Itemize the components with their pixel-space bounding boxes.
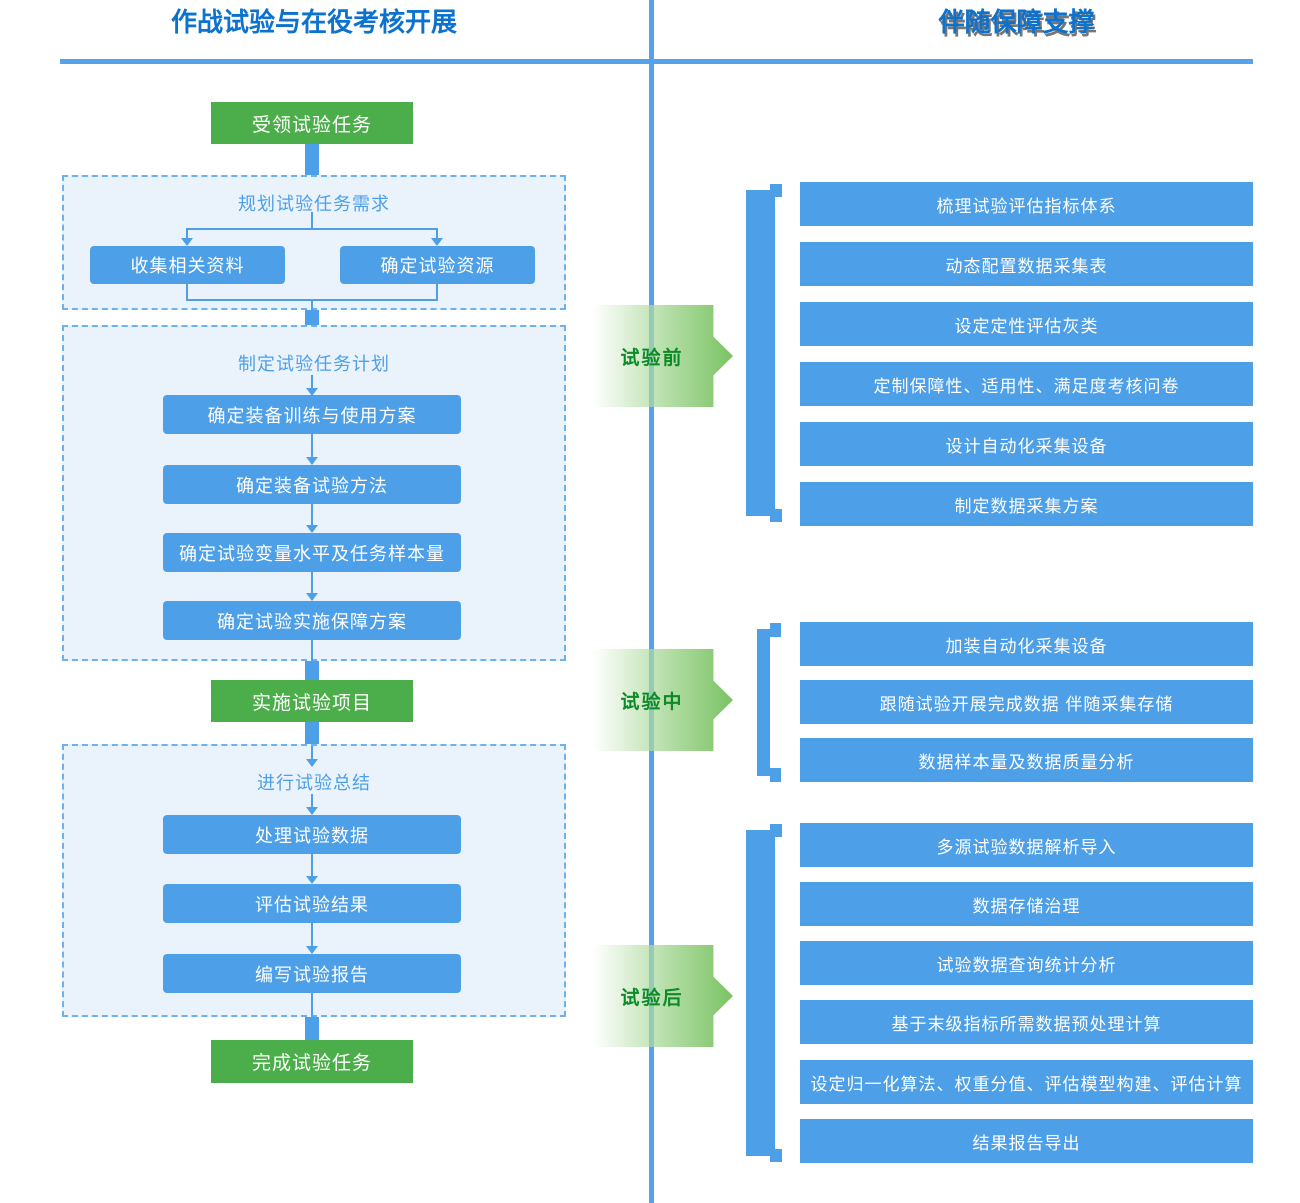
bracket-after: [746, 824, 782, 1162]
support-bar: 基于末级指标所需数据预处理计算: [800, 1000, 1253, 1044]
stage-arrow-during: 试验中: [593, 649, 733, 751]
task-box: 确定试验变量水平及任务样本量: [163, 533, 461, 572]
support-bar: 设计自动化采集设备: [800, 422, 1253, 466]
connector-line: [186, 284, 188, 301]
arrow-down-icon: [306, 525, 318, 533]
task-box: 收集相关资料: [90, 246, 285, 284]
task-box: 编写试验报告: [163, 954, 461, 993]
task-box: 确定试验实施保障方案: [163, 601, 461, 640]
connector: [305, 144, 319, 176]
support-bar: 数据样本量及数据质量分析: [800, 738, 1253, 782]
task-box: 评估试验结果: [163, 884, 461, 923]
left-section-title: 作战试验与在役考核开展: [170, 7, 457, 37]
arrow-down-icon: [306, 807, 318, 815]
stage-label: 试验后: [620, 987, 684, 1009]
support-bar: 设定归一化算法、权重分值、评估模型构建、评估计算: [800, 1060, 1253, 1104]
start-task-node: 受领试验任务: [211, 102, 413, 144]
arrow-down-icon: [181, 238, 193, 246]
support-bar: 制定数据采集方案: [800, 482, 1253, 526]
support-bar: 数据存储治理: [800, 882, 1253, 926]
stage-arrow-before: 试验前: [593, 305, 733, 407]
connector-line: [311, 572, 313, 593]
connector-line: [311, 993, 313, 1017]
arrow-down-icon: [431, 238, 443, 246]
arrow-down-icon: [306, 876, 318, 884]
connector-line: [311, 746, 313, 759]
connector-line: [311, 434, 313, 457]
phase-label: 规划试验任务需求: [238, 194, 390, 214]
support-bar: 梳理试验评估指标体系: [800, 182, 1253, 226]
right-section-title: 伴随保障支撑: [938, 7, 1095, 37]
stage-label: 试验中: [620, 691, 684, 713]
support-bar: 多源试验数据解析导入: [800, 823, 1253, 867]
bracket-during: [757, 623, 781, 782]
connector-line: [436, 284, 438, 301]
connector: [305, 661, 319, 680]
arrow-down-icon: [306, 759, 318, 767]
connector-line: [311, 854, 313, 876]
support-bar: 试验数据查询统计分析: [800, 941, 1253, 985]
task-box: 确定装备试验方法: [163, 465, 461, 504]
connector: [305, 722, 319, 746]
connector-line: [436, 228, 438, 240]
stage-label: 试验前: [620, 347, 684, 369]
implement-node: 实施试验项目: [211, 680, 413, 722]
task-box: 确定装备训练与使用方案: [163, 395, 461, 434]
connector-line: [311, 299, 313, 310]
header-rule: [60, 59, 1253, 64]
task-box: 确定试验资源: [340, 246, 535, 284]
connector: [305, 1017, 319, 1040]
connector-line: [311, 794, 313, 807]
task-box: 处理试验数据: [163, 815, 461, 854]
arrow-down-icon: [306, 457, 318, 465]
connector-line: [311, 212, 313, 228]
stage-arrow-after: 试验后: [593, 945, 733, 1047]
support-bar: 结果报告导出: [800, 1119, 1253, 1163]
connector-line: [311, 640, 313, 661]
connector-line: [186, 228, 188, 240]
connector: [305, 310, 319, 326]
support-bar: 跟随试验开展完成数据 伴随采集存储: [800, 680, 1253, 724]
support-bar: 动态配置数据采集表: [800, 242, 1253, 286]
support-bar: 设定定性评估灰类: [800, 302, 1253, 346]
connector-line: [311, 504, 313, 525]
support-bar: 定制保障性、适用性、满足度考核问卷: [800, 362, 1253, 406]
phase-label: 进行试验总结: [257, 773, 371, 793]
arrow-down-icon: [306, 388, 318, 396]
arrow-down-icon: [306, 593, 318, 601]
connector-line: [311, 375, 313, 388]
phase-label: 制定试验任务计划: [238, 354, 390, 374]
connector-line: [186, 228, 438, 230]
finish-node: 完成试验任务: [211, 1040, 413, 1083]
arrow-down-icon: [306, 946, 318, 954]
connector-line: [311, 923, 313, 946]
plan-phase-panel: [62, 175, 566, 310]
section-divider-line: [649, 0, 654, 1203]
support-bar: 加装自动化采集设备: [800, 622, 1253, 666]
bracket-before: [746, 184, 782, 522]
